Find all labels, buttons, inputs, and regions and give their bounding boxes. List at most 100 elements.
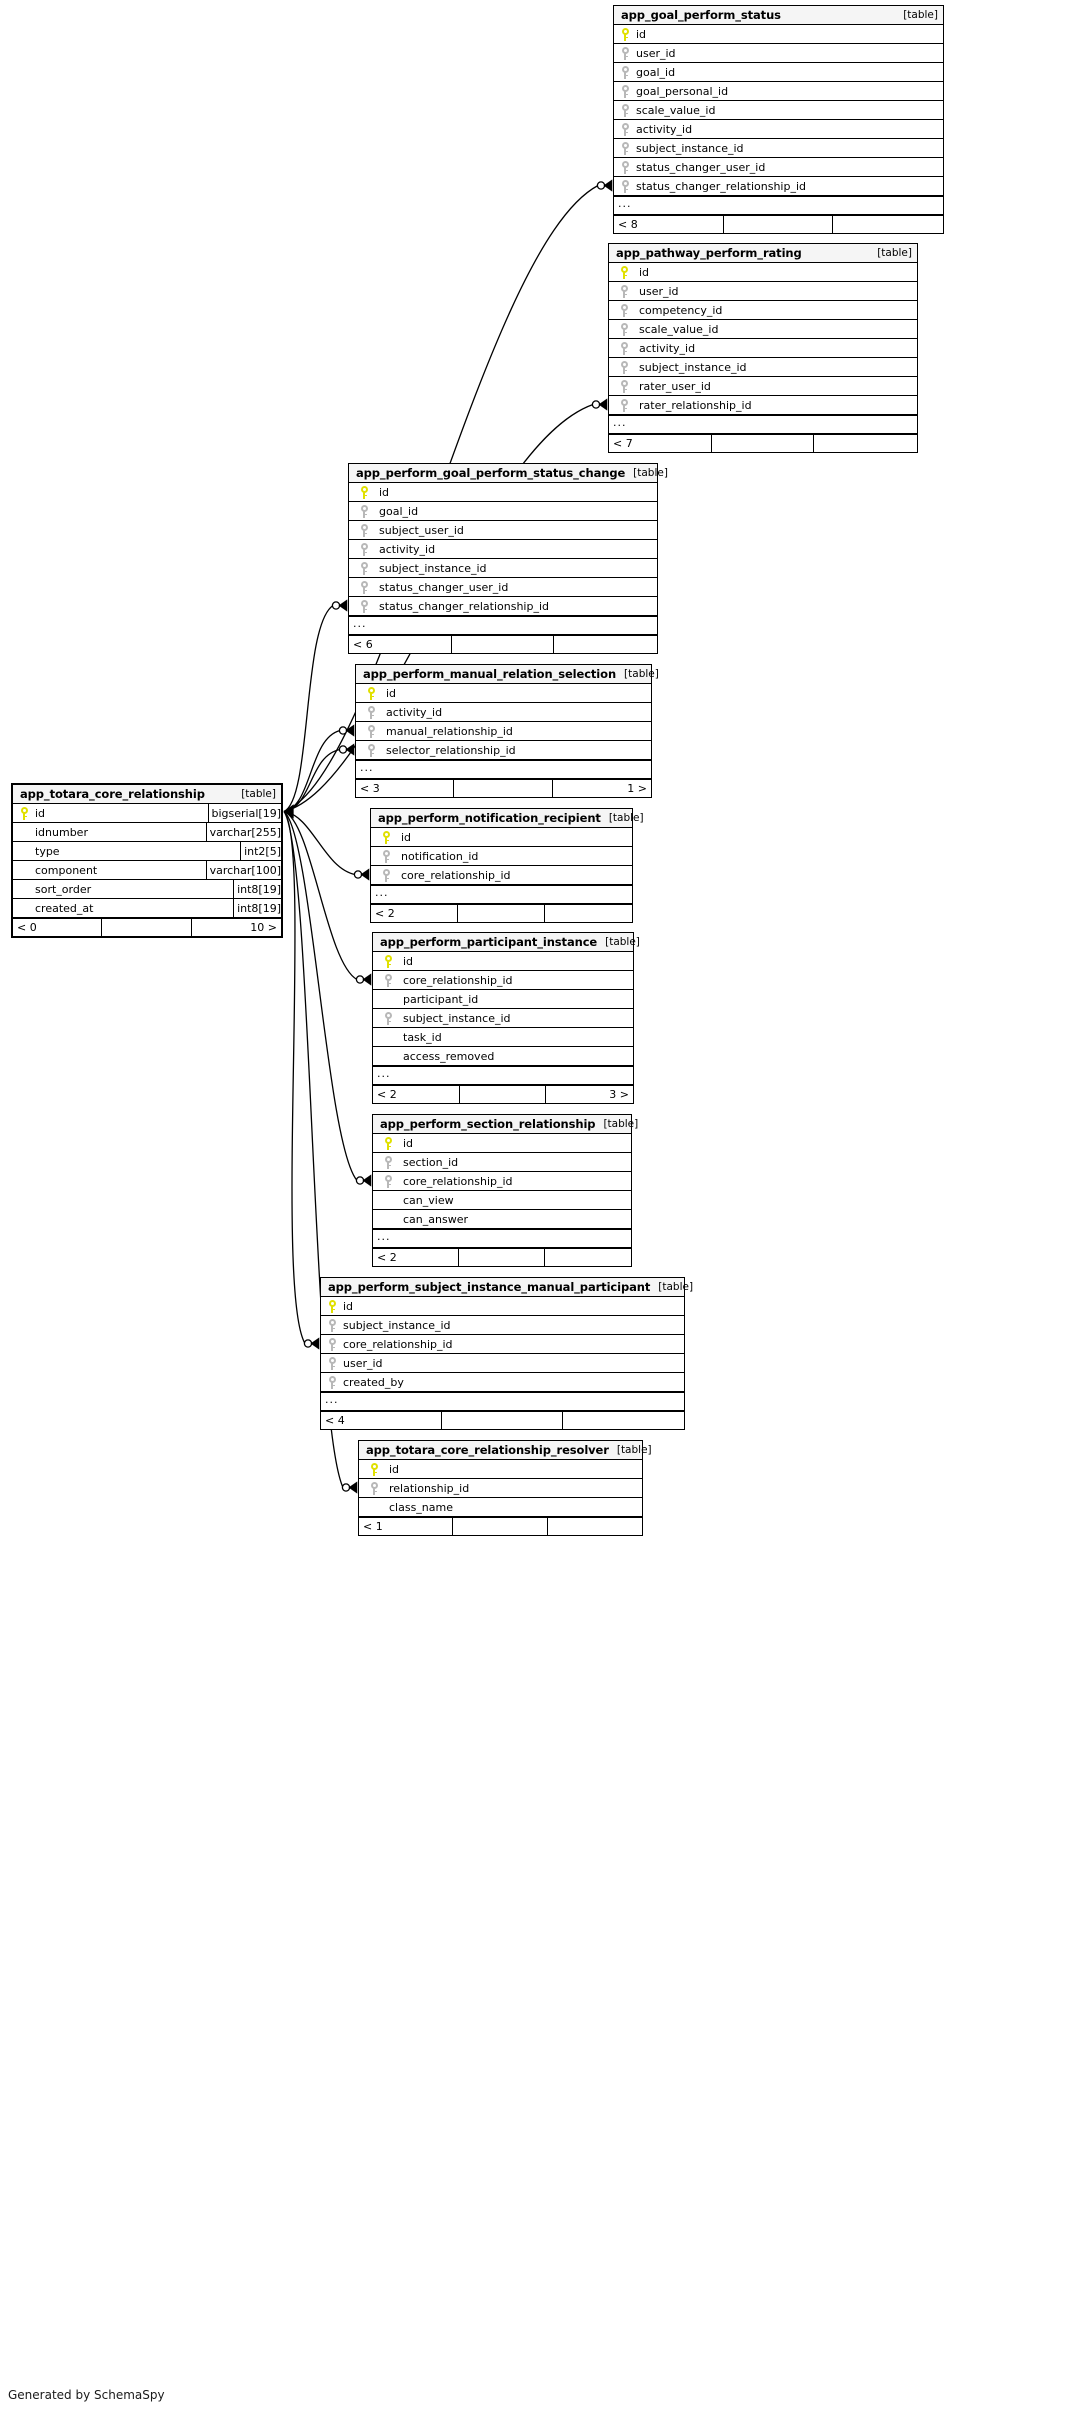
crows-foot-arrow: [348, 1481, 358, 1494]
key-cell: [614, 120, 636, 138]
column-row: subject_instance_id: [321, 1316, 684, 1335]
key-cell: [349, 559, 379, 577]
table-box-app_perform_goal_perform_status_change[interactable]: app_perform_goal_perform_status_change[t…: [348, 463, 668, 654]
column-name: subject_instance_id: [403, 1011, 511, 1025]
column-name: status_changer_relationship_id: [636, 179, 807, 193]
foreign-key-icon: [360, 599, 368, 613]
footer-cell-mid: [454, 780, 553, 797]
column-row: subject_instance_id: [349, 559, 657, 578]
column-name: id: [639, 265, 650, 279]
table-type-tag: [table]: [877, 247, 912, 259]
key-cell: [349, 597, 379, 615]
footer-cell-mid: [712, 435, 815, 452]
foreign-key-icon: [384, 973, 392, 987]
key-cell: [373, 1028, 403, 1046]
key-cell: [359, 1498, 389, 1516]
column-type: varchar[255]: [205, 823, 281, 841]
column-row: core_relationship_id: [321, 1335, 684, 1354]
column-row: id: [349, 483, 657, 502]
key-cell: [321, 1335, 343, 1353]
table-box-app_perform_manual_relation_selection[interactable]: app_perform_manual_relation_selection[ta…: [355, 664, 659, 798]
foreign-key-icon: [370, 1481, 378, 1495]
cardinality-zero-marker: [338, 726, 348, 735]
column-name: subject_user_id: [379, 523, 464, 537]
column-row: access_removed: [373, 1047, 633, 1066]
relationship-edge: [283, 604, 334, 813]
more-columns-row: ...: [373, 1229, 631, 1248]
table-box-app_perform_section_relationship[interactable]: app_perform_section_relationship[table]i…: [372, 1114, 638, 1267]
column-name: id: [386, 686, 397, 700]
column-name: type: [35, 844, 60, 858]
footer-cell-right: [814, 435, 917, 452]
footer-cell-left: < 4: [321, 1412, 442, 1429]
column-name: activity_id: [386, 705, 443, 719]
column-name: section_id: [403, 1155, 459, 1169]
relationship-edge: [283, 729, 341, 813]
key-cell: [371, 866, 401, 884]
footer-cell-left: < 0: [13, 919, 103, 936]
foreign-key-icon: [620, 322, 628, 336]
key-cell: [321, 1297, 343, 1315]
footer-cell-left: < 8: [614, 216, 724, 233]
table-footer: < 2: [371, 904, 632, 922]
column-name: access_removed: [403, 1049, 495, 1063]
column-row: status_changer_relationship_id: [614, 177, 943, 196]
key-cell: [373, 1153, 403, 1171]
key-cell: [321, 1316, 343, 1334]
more-columns-row: ...: [356, 760, 651, 779]
key-cell: [359, 1460, 389, 1478]
column-type: bigserial[19]: [207, 804, 281, 822]
primary-key-icon: [20, 806, 28, 820]
column-type: varchar[100]: [205, 861, 281, 879]
more-columns-row: ...: [614, 196, 943, 215]
cardinality-zero-marker: [338, 745, 348, 754]
table-footer: < 8: [614, 215, 943, 233]
footer-cell-right: [563, 1412, 684, 1429]
footer-cell-left: < 2: [373, 1249, 459, 1266]
column-row: core_relationship_id: [371, 866, 632, 885]
relationship-edge: [283, 810, 358, 1181]
table-name: app_perform_goal_perform_status_change: [356, 466, 626, 480]
table-type-tag: [table]: [603, 1118, 639, 1130]
key-cell: [614, 25, 636, 43]
foreign-key-icon: [360, 504, 368, 518]
foreign-key-icon: [382, 868, 390, 882]
table-header: app_totara_core_relationship[table]: [13, 785, 281, 804]
foreign-key-icon: [360, 561, 368, 575]
column-name: id: [379, 485, 390, 499]
footer-cell-mid: [724, 216, 834, 233]
column-name: goal_personal_id: [636, 84, 729, 98]
table-box-app_perform_participant_instance[interactable]: app_perform_participant_instance[table]i…: [372, 932, 640, 1104]
table-name: app_perform_participant_instance: [380, 935, 598, 949]
table-box-app_perform_subject_instance_manual_participant[interactable]: app_perform_subject_instance_manual_part…: [320, 1277, 693, 1430]
footer-cell-mid: [452, 636, 555, 653]
column-name: core_relationship_id: [403, 973, 513, 987]
foreign-key-icon: [367, 743, 375, 757]
column-name: id: [403, 1136, 414, 1150]
table-header: app_pathway_perform_rating[table]: [609, 244, 917, 263]
key-cell: [614, 63, 636, 81]
column-name: id: [389, 1462, 400, 1476]
key-cell: [373, 990, 403, 1008]
key-cell: [609, 396, 639, 414]
table-footer: < 2: [373, 1248, 631, 1266]
column-name: idnumber: [35, 825, 88, 839]
table-header: app_perform_goal_perform_status_change[t…: [349, 464, 668, 483]
column-row: core_relationship_id: [373, 971, 633, 990]
column-name: user_id: [636, 46, 676, 60]
column-name: status_changer_relationship_id: [379, 599, 550, 613]
footer-cell-mid: [458, 905, 545, 922]
table-type-tag: [table]: [624, 668, 659, 680]
key-cell: [609, 320, 639, 338]
column-row: activity_id: [349, 540, 657, 559]
column-name: core_relationship_id: [403, 1174, 513, 1188]
table-box-app_totara_core_relationship_resolver[interactable]: app_totara_core_relationship_resolver[ta…: [358, 1440, 652, 1536]
table-box-app_perform_notification_recipient[interactable]: app_perform_notification_recipient[table…: [370, 808, 644, 923]
table-name: app_perform_subject_instance_manual_part…: [328, 1280, 651, 1294]
foreign-key-icon: [384, 1011, 392, 1025]
